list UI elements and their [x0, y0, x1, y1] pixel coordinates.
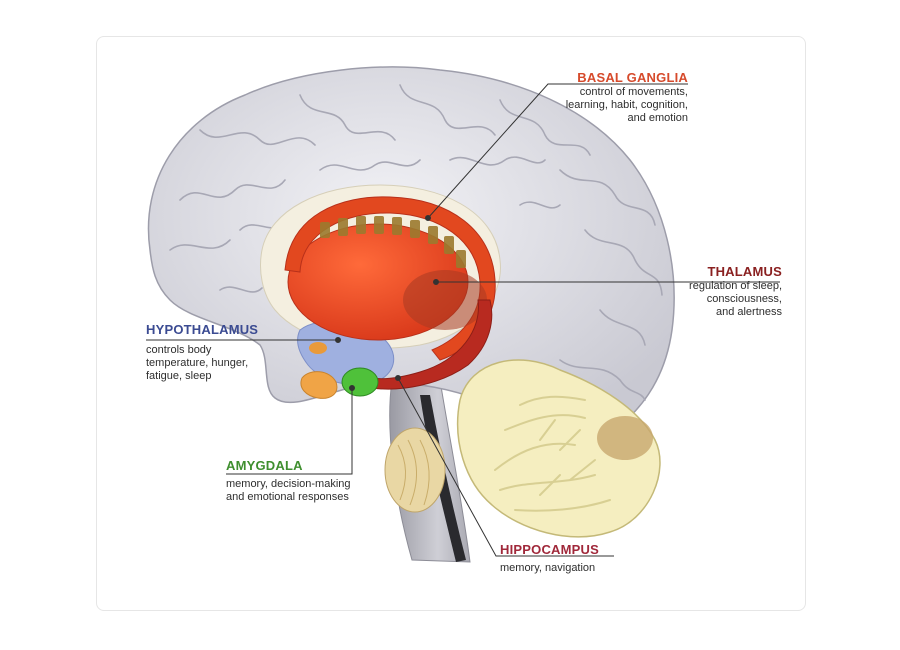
leader-amygdala: [226, 388, 353, 475]
label-thalamus: THALAMUS regulation of sleep, consciousn…: [602, 264, 782, 319]
basal-ganglia-line-1: control of movements,: [579, 86, 688, 98]
hypothalamus-line-2: temperature, hunger,: [146, 357, 249, 369]
amygdala: [341, 367, 379, 397]
leader-hippocampus: [397, 377, 614, 557]
basal-ganglia-line-3: and emotion: [627, 112, 688, 124]
basal-ganglia-title: BASAL GANGLIA: [577, 70, 688, 85]
hypothalamus-line-1: controls body: [146, 344, 212, 356]
pituitary: [300, 371, 338, 399]
label-hippocampus: HIPPOCAMPUS memory, navigation: [500, 542, 660, 575]
basal-ganglia-line-2: learning, habit, cognition,: [565, 99, 688, 111]
hypothalamus-line-3: fatigue, sleep: [146, 370, 212, 382]
striatum-striations: [320, 216, 466, 268]
label-amygdala: AMYGDALA memory, decision-making and emo…: [226, 458, 406, 504]
label-basal-ganglia: BASAL GANGLIA control of movements, lear…: [488, 70, 688, 125]
amygdala-title: AMYGDALA: [226, 458, 303, 473]
label-hypothalamus: HYPOTHALAMUS controls body temperature, …: [146, 322, 306, 383]
amygdala-line-1: memory, decision-making: [226, 478, 351, 490]
cerebellum-tan-lobe: [597, 416, 653, 460]
hippocampus-line-1: memory, navigation: [500, 562, 596, 574]
thalamus-title: THALAMUS: [707, 264, 782, 279]
hypothalamus-nucleus: [309, 342, 327, 354]
leader-basal-ganglia: [427, 83, 688, 219]
thalamus-line-3: and alertness: [715, 306, 782, 318]
hypothalamus-title: HYPOTHALAMUS: [146, 322, 259, 337]
cerebellum-arbor: [494, 395, 611, 512]
thalamus-line-2: consciousness,: [706, 293, 782, 305]
leader-lines: [146, 83, 780, 557]
gyri-folds: [169, 84, 663, 401]
caudate-arch: [284, 196, 496, 361]
cerebellum: [456, 359, 661, 538]
hippocampus-title: HIPPOCAMPUS: [500, 542, 599, 557]
amygdala-line-2: and emotional responses: [226, 491, 349, 503]
thalamus-line-1: regulation of sleep,: [689, 280, 782, 292]
thalamus: [403, 270, 487, 330]
